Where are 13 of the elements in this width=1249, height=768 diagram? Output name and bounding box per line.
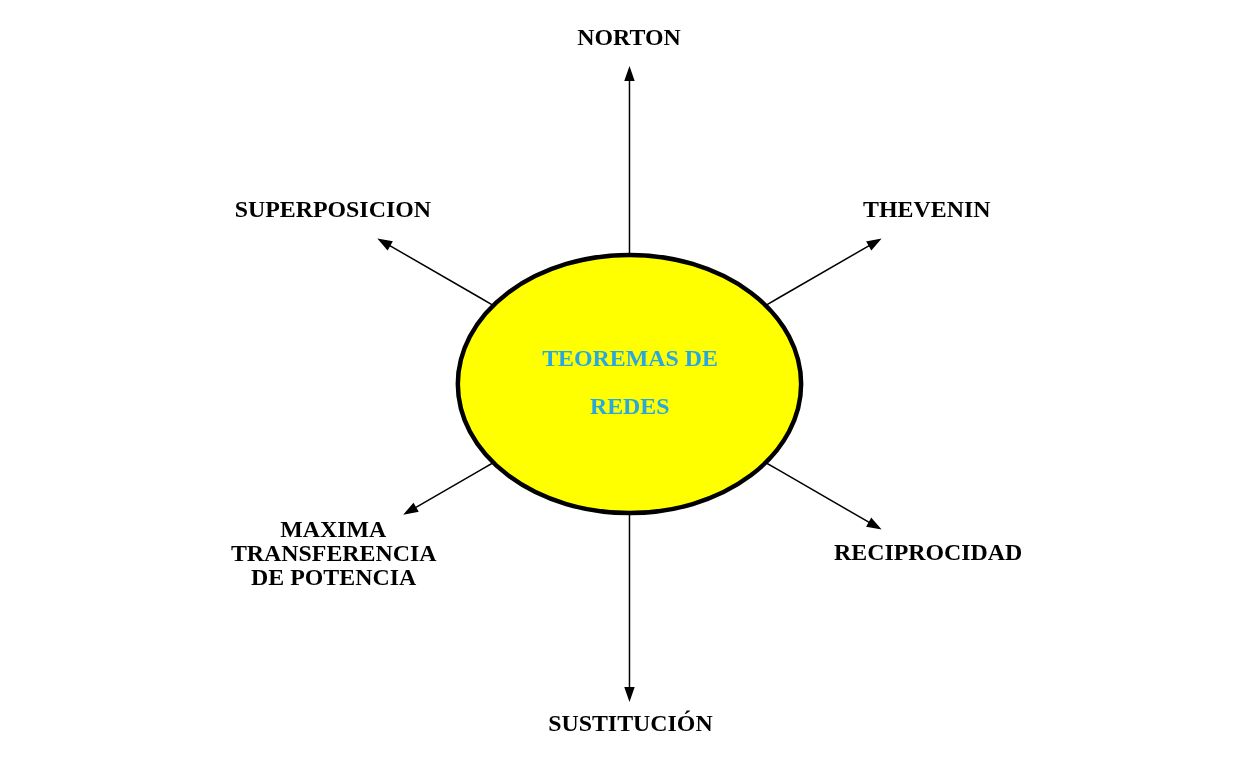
arrow: [376, 238, 494, 307]
node-text: SUPERPOSICION: [234, 195, 431, 222]
node-ellipse: TEOREMAS DE REDES: [455, 252, 803, 516]
arrow: [623, 66, 635, 256]
node-text: SUSTITUCIÓN: [547, 710, 713, 737]
node-text: NORTON: [576, 24, 681, 51]
node-text: RECIPROCIDAD: [833, 538, 1022, 565]
node-text: THEVENIN: [862, 195, 990, 222]
arrow: [402, 462, 494, 515]
arrow: [764, 462, 882, 530]
arrow: [623, 512, 635, 702]
node-text: MAXIMA TRANSFERENCIA DE POTENCIA: [230, 516, 437, 591]
arrow: [764, 238, 882, 307]
